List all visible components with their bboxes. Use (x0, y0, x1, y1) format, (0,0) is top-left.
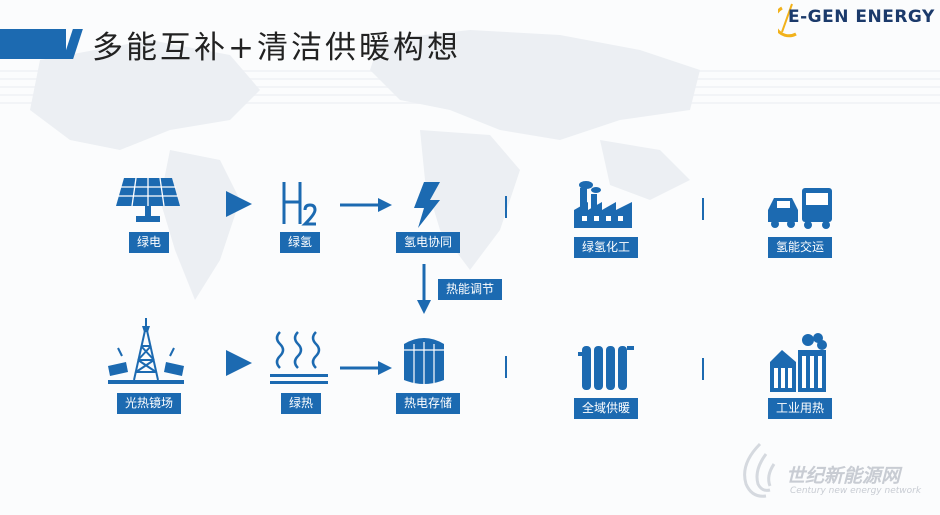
flow-arrow-down (417, 264, 431, 314)
radiator-icon (578, 346, 634, 390)
factory-icon (574, 181, 632, 228)
label-green-hydrogen-chemical: 绿氢化工 (574, 237, 639, 258)
divider (702, 198, 704, 220)
label-green-power: 绿电 (129, 232, 170, 253)
egen-logo-icon (778, 3, 797, 38)
lightning-icon (414, 182, 440, 228)
solar-panel-icon (116, 177, 180, 222)
page-title: 多能互补+清洁供暖构想 (92, 30, 461, 66)
vehicles-icon (768, 188, 832, 229)
label-green-heat: 绿热 (281, 393, 322, 414)
flow-arrow-triangle (226, 350, 252, 376)
flow-arrow-triangle (226, 191, 252, 217)
label-thermal-power-storage: 热电存储 (396, 393, 461, 414)
header-accent-bar (0, 29, 66, 59)
label-hydrogen-transport: 氢能交运 (768, 237, 833, 258)
header-accent-slash (63, 29, 83, 59)
flow-arrow-line (340, 198, 392, 212)
divider (505, 356, 507, 378)
logo-text: E-GEN ENERGY (788, 7, 935, 27)
divider (505, 196, 507, 218)
watermark-subtext: Century new energy network (790, 486, 922, 496)
label-district-heating: 全域供暖 (574, 398, 639, 419)
heat-waves-icon (270, 331, 328, 384)
flame-watermark-icon (743, 442, 776, 498)
h2-icon (282, 182, 317, 226)
label-green-hydrogen: 绿氢 (280, 232, 321, 253)
watermark-text: 世纪新能源网 (786, 465, 901, 487)
label-thermal-regulation: 热能调节 (438, 279, 503, 300)
label-industrial-heat: 工业用热 (768, 398, 833, 419)
storage-tank-icon (404, 338, 444, 384)
label-hydrogen-power-synergy: 氢电协同 (396, 232, 461, 253)
divider (702, 358, 704, 380)
industrial-building-icon (770, 333, 827, 392)
flow-arrow-line (340, 361, 392, 375)
label-solar-thermal-mirror: 光热镜场 (117, 393, 182, 414)
solar-tower-icon (108, 318, 184, 384)
